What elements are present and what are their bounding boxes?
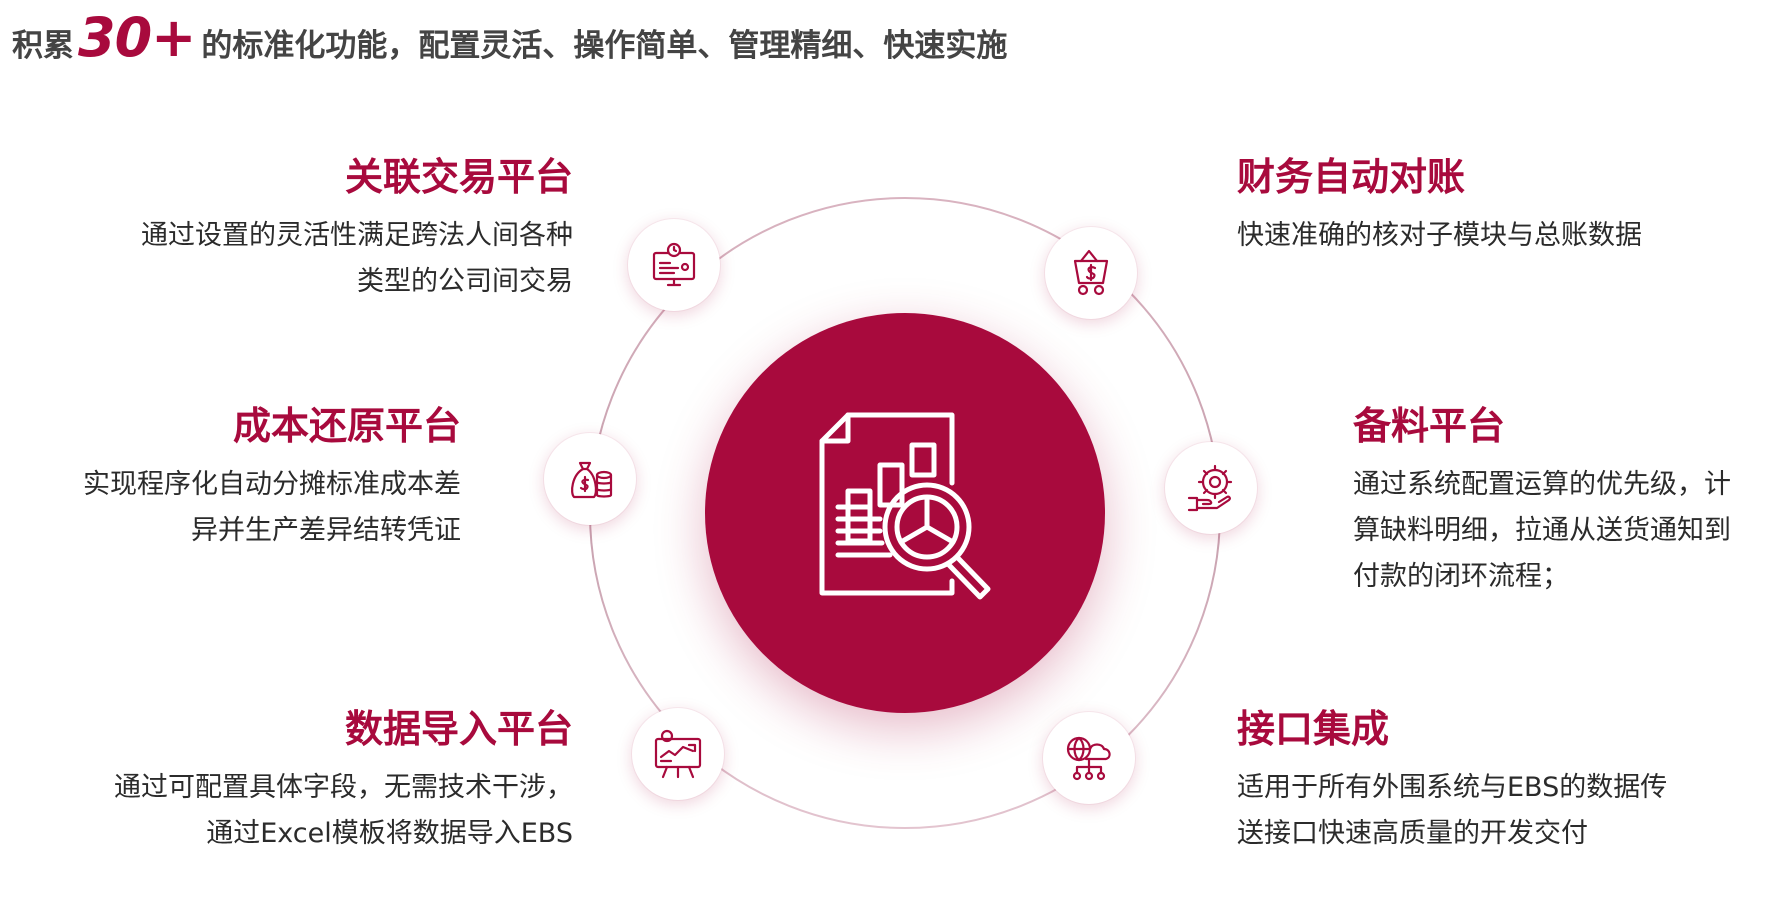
description-line: 通过设置的灵活性满足跨法人间各种 [141, 220, 573, 251]
feature-cost-restore: 成本还原平台 实现程序化自动分摊标准成本差 异并生产差异结转凭证 [83, 395, 461, 554]
feature-description: 通过系统配置运算的优先级，计 算缺料明细，拉通从送货通知到 付款的闭环流程； [1353, 462, 1731, 600]
feature-interface-integration: 接口集成 适用于所有外围系统与EBS的数据传 送接口快速高质量的开发交付 [1237, 698, 1667, 857]
money-bag-coins-icon [571, 461, 613, 499]
feature-auto-reconcile: 财务自动对账 快速准确的核对子模块与总账数据 [1237, 146, 1642, 259]
dollar-cart-icon [1073, 249, 1109, 296]
page-title: 积累 30+ 的标准化功能，配置灵活、操作简单、管理精细、快速实施 [12, 6, 1007, 76]
feature-description: 实现程序化自动分摊标准成本差 异并生产差异结转凭证 [83, 462, 461, 554]
description-line: 通过系统配置运算的优先级，计 [1353, 469, 1731, 500]
feature-description: 适用于所有外围系统与EBS的数据传 送接口快速高质量的开发交付 [1237, 765, 1667, 857]
description-line: 异并生产差异结转凭证 [191, 515, 461, 546]
feature-description: 通过设置的灵活性满足跨法人间各种 类型的公司间交易 [141, 213, 573, 305]
node-material-prep[interactable] [1165, 442, 1257, 534]
feature-title: 财务自动对账 [1237, 155, 1466, 199]
description-line: 通过可配置具体字段，无需技术干涉， [114, 772, 573, 803]
title-highlight-number: 30+ [78, 6, 196, 69]
description-line: 通过Excel模板将数据导入EBS [206, 818, 573, 849]
description-line: 付款的闭环流程； [1353, 561, 1569, 592]
node-auto-reconcile[interactable] [1045, 227, 1137, 319]
feature-data-import: 数据导入平台 通过可配置具体字段，无需技术干涉， 通过Excel模板将数据导入E… [114, 698, 573, 857]
description-line: 适用于所有外围系统与EBS的数据传 [1237, 772, 1668, 803]
presentation-board-icon [654, 729, 702, 779]
feature-description: 通过可配置具体字段，无需技术干涉， 通过Excel模板将数据导入EBS [114, 765, 573, 857]
feature-title: 成本还原平台 [232, 404, 461, 448]
gear-hand-icon [1187, 464, 1233, 512]
title-suffix: 的标准化功能，配置灵活、操作简单、管理精细、快速实施 [201, 28, 1008, 64]
document-analysis-icon [819, 412, 991, 600]
description-line: 送接口快速高质量的开发交付 [1237, 818, 1588, 849]
feature-description: 快速准确的核对子模块与总账数据 [1237, 213, 1642, 259]
description-line: 实现程序化自动分摊标准成本差 [83, 469, 461, 500]
title-prefix: 积累 [12, 28, 74, 64]
description-line: 类型的公司间交易 [357, 266, 573, 297]
monitor-clock-icon [652, 242, 696, 287]
feature-title: 备料平台 [1353, 404, 1506, 448]
feature-title: 接口集成 [1237, 707, 1390, 751]
feature-title: 关联交易平台 [344, 155, 573, 199]
description-line: 快速准确的核对子模块与总账数据 [1237, 220, 1642, 251]
feature-title: 数据导入平台 [344, 707, 573, 751]
node-related-transaction[interactable] [628, 219, 720, 311]
globe-cloud-network-icon [1066, 736, 1111, 781]
node-interface-integration[interactable] [1043, 712, 1135, 804]
node-cost-restore[interactable] [544, 433, 636, 525]
feature-related-transaction: 关联交易平台 通过设置的灵活性满足跨法人间各种 类型的公司间交易 [141, 146, 573, 305]
description-line: 算缺料明细，拉通从送货通知到 [1353, 515, 1731, 546]
feature-material-prep: 备料平台 通过系统配置运算的优先级，计 算缺料明细，拉通从送货通知到 付款的闭环… [1353, 395, 1731, 600]
center-circle [705, 313, 1105, 713]
node-data-import[interactable] [632, 708, 724, 800]
